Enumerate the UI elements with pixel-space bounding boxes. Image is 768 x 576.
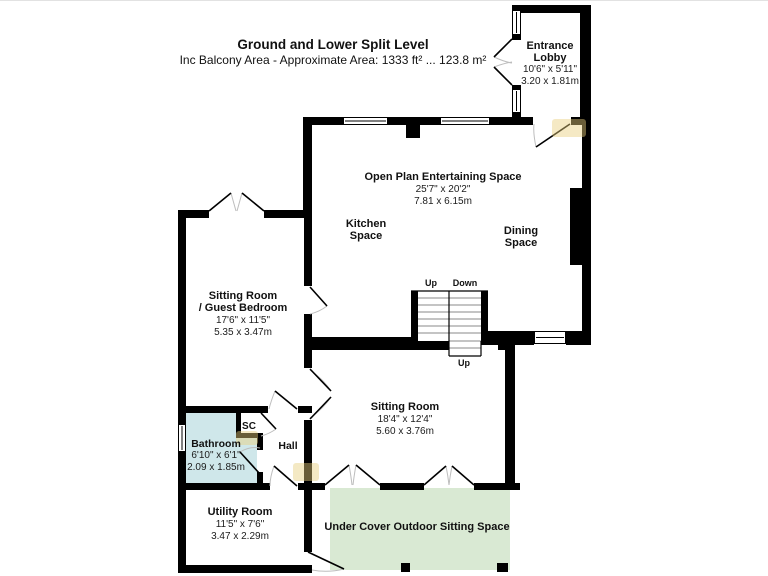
room-label-entrance-lobby: Entrance Lobby 10'6" x 5'11" 3.20 x 1.81… <box>521 40 579 87</box>
door-leaf <box>309 368 332 392</box>
plan-title: Ground and Lower Split Level <box>237 37 429 52</box>
door-leaf <box>309 286 328 307</box>
watermarks <box>236 119 586 481</box>
windows <box>178 10 566 452</box>
room-fills <box>186 412 510 570</box>
doors <box>208 38 571 572</box>
walls <box>178 5 591 573</box>
room-label-outdoor-space: Under Cover Outdoor Sitting Space <box>324 521 510 533</box>
outdoor-space-fill <box>330 488 510 570</box>
room-label-open-plan: Open Plan Entertaining Space 25'7" x 20'… <box>364 171 522 207</box>
door-leaf <box>273 465 298 487</box>
door-leaf <box>208 192 232 212</box>
room-label-sc: SC <box>242 421 256 432</box>
door-leaf <box>355 464 381 486</box>
room-label-sitting-room: Sitting Room 18'4" x 12'4" 5.60 x 3.76m <box>370 401 440 437</box>
watermark <box>293 463 319 481</box>
door-leaf <box>451 465 475 486</box>
window <box>343 117 388 125</box>
door-leaf <box>324 464 350 486</box>
window <box>178 424 186 452</box>
plan-subtitle: Inc Balcony Area - Approximate Area: 133… <box>179 53 487 67</box>
stairs-up-label: Up <box>425 278 437 288</box>
door-leaf <box>260 412 277 430</box>
room-label-bathroom: Bathroom 6'10" x 6'1" 2.09 x 1.85m <box>187 438 245 473</box>
door-leaf <box>423 465 447 486</box>
door-leaf <box>241 192 265 212</box>
watermark <box>552 119 586 137</box>
post <box>497 563 508 572</box>
room-label-kitchen-space: Kitchen Space <box>345 218 387 242</box>
door-leaf <box>493 66 513 86</box>
stairs-up-lower-label: Up <box>458 358 470 368</box>
window <box>512 89 521 113</box>
room-label-hall: Hall <box>278 440 298 452</box>
stairs-down-label: Down <box>452 278 478 288</box>
window <box>512 10 521 35</box>
door-leaf <box>274 390 298 410</box>
room-label-utility: Utility Room 11'5" x 7'6" 3.47 x 2.29m <box>207 506 273 542</box>
window <box>534 331 566 344</box>
door-leaf <box>493 38 513 58</box>
door-leaf <box>239 451 261 475</box>
plan-header: Ground and Lower Split Level Inc Balcony… <box>179 37 487 68</box>
door-leaf <box>309 396 332 420</box>
door-leaf <box>307 551 345 570</box>
room-label-guest-bedroom: Sitting Room / Guest Bedroom 17'6" x 11'… <box>198 290 288 338</box>
watermark <box>236 431 258 445</box>
staircase <box>411 290 488 357</box>
window <box>440 117 490 125</box>
room-label-dining-space: Dining Space <box>503 225 539 249</box>
post <box>401 563 410 572</box>
door-leaf <box>535 123 571 148</box>
